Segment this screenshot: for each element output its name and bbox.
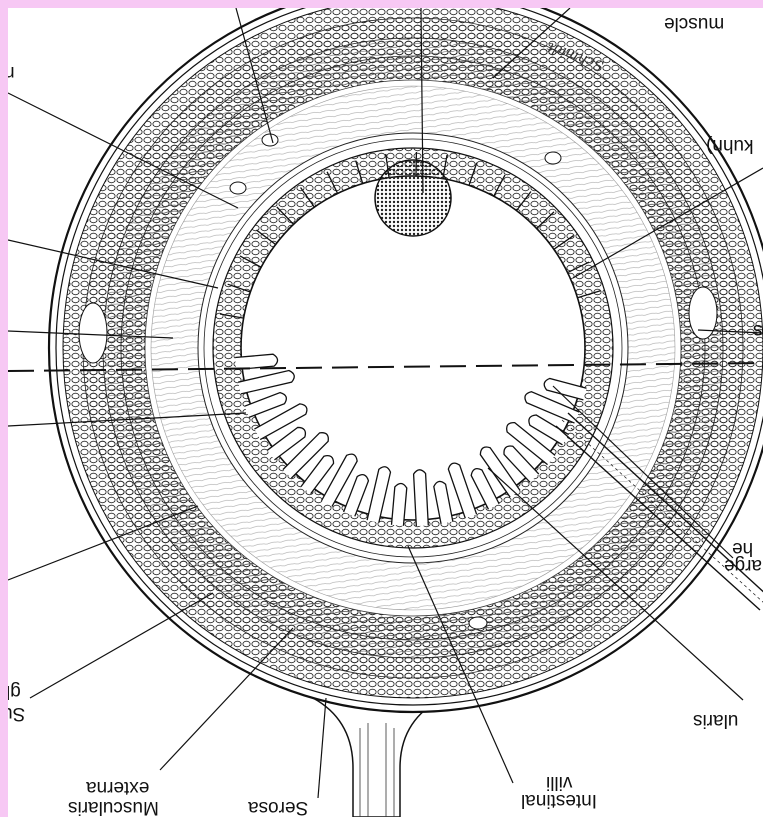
label-s: s — [753, 321, 763, 340]
label-su: Su — [8, 704, 25, 723]
label-n: n — [8, 63, 15, 82]
label-he: he — [732, 539, 753, 558]
lymphoid-nodule — [375, 160, 451, 236]
label-serosa: Serosa — [248, 798, 308, 817]
villus — [414, 470, 429, 526]
mesentery-stalk — [313, 698, 443, 817]
label-gl: gl — [8, 682, 21, 701]
label-muscularis: Muscularis — [68, 798, 159, 817]
label-intestinal: Intestinal — [521, 791, 597, 810]
label-ularis: ularis — [693, 711, 738, 730]
intestine-cross-section-figure: Schmidt muscle kuhn) s arge he ularis vi… — [8, 8, 763, 817]
label-externa: externa — [86, 778, 149, 797]
intestine-cross-section-drawing — [8, 8, 763, 817]
label-muscle: muscle — [664, 14, 724, 33]
label-kuhn: kuhn) — [706, 136, 754, 155]
